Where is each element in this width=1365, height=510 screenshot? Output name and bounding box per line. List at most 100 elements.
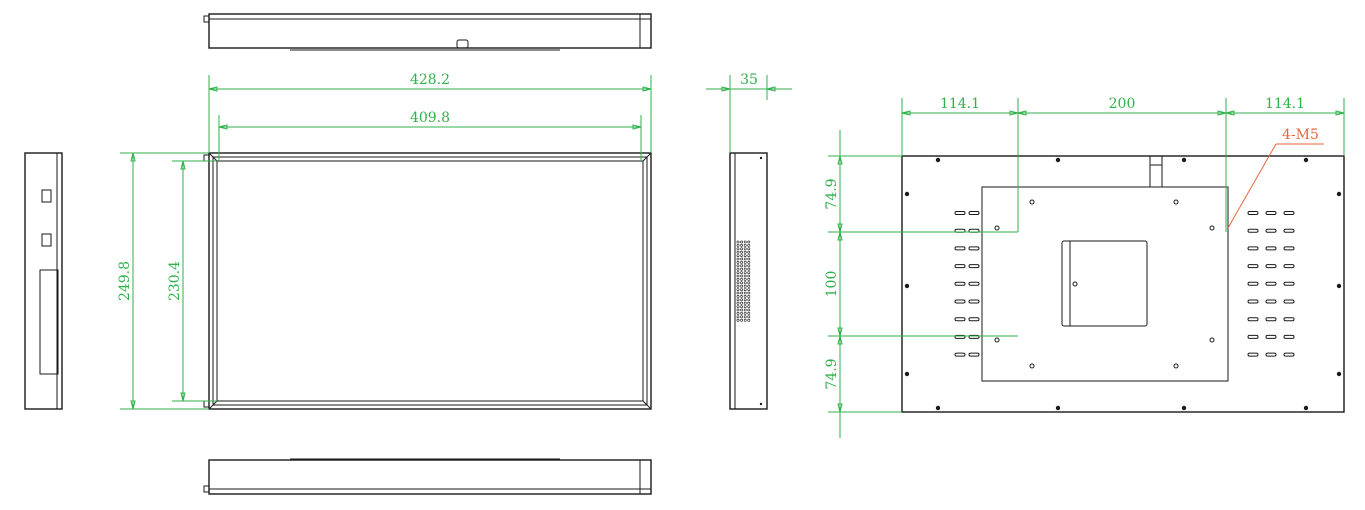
vent-hole: [743, 318, 747, 322]
depth-dimension: 35: [706, 72, 792, 153]
vent-slot: [954, 352, 966, 357]
vent-hole: [747, 271, 751, 275]
vent-slot: [954, 264, 966, 269]
vent-hole: [747, 240, 751, 244]
vent-slot: [1265, 317, 1277, 322]
vent-slot: [968, 246, 980, 251]
vent-hole: [740, 254, 744, 258]
overall-height-label: 249.8: [117, 261, 133, 301]
hole-spacing-horizontal-label: 200: [1109, 96, 1136, 112]
perimeter-hole: [1055, 157, 1061, 163]
vent-hole: [740, 284, 744, 288]
vent-slot: [1265, 352, 1277, 357]
vent-hole: [747, 264, 751, 268]
vent-hole: [743, 308, 747, 312]
vent-slot: [1265, 334, 1277, 339]
vent-hole: [743, 315, 747, 319]
plate-hole: [1173, 199, 1179, 205]
vent-hole: [736, 250, 740, 254]
vent-slot: [1265, 299, 1277, 304]
rear-dimensions: 114.1 200 114.1 74.9 100 74.9 4-M5: [824, 96, 1345, 438]
vent-hole: [736, 315, 740, 319]
vent-hole: [747, 308, 751, 312]
vent-slot: [1283, 228, 1295, 233]
vent-hole: [747, 318, 751, 322]
vent-hole: [747, 267, 751, 271]
vent-slot: [1247, 228, 1259, 233]
vent-slot: [1265, 228, 1277, 233]
vent-slot: [1283, 281, 1295, 286]
vent-hole: [743, 311, 747, 315]
rear-view: [901, 155, 1345, 413]
vent-hole: [736, 301, 740, 305]
perimeter-hole: [904, 191, 910, 197]
vent-hole: [747, 294, 751, 298]
vent-slot: [968, 264, 980, 269]
plate-hole: [1029, 363, 1035, 369]
vent-hole: [747, 315, 751, 319]
overall-width-label: 428.2: [410, 72, 450, 88]
vent-hole: [743, 247, 747, 251]
vent-hole: [747, 257, 751, 261]
vent-hole: [743, 294, 747, 298]
vent-hole: [747, 260, 751, 264]
rear-slots: [954, 211, 1295, 357]
vent-slot: [1283, 334, 1295, 339]
vent-hole: [740, 274, 744, 278]
vent-hole: [740, 277, 744, 281]
vent-hole: [740, 257, 744, 261]
hole-offset-bottom-label: 74.9: [824, 358, 840, 389]
vent-hole: [747, 250, 751, 254]
vent-hole: [736, 240, 740, 244]
right-side-view: [729, 152, 768, 410]
vent-hole: [736, 308, 740, 312]
vent-hole: [736, 271, 740, 275]
top-view: [203, 13, 652, 51]
vent-hole: [736, 247, 740, 251]
vent-hole: [747, 301, 751, 305]
plate-hole: [994, 337, 1000, 343]
vent-hole: [740, 288, 744, 292]
vent-hole: [743, 284, 747, 288]
vent-hole: [740, 240, 744, 244]
vent-hole: [736, 264, 740, 268]
perimeter-hole: [1303, 157, 1309, 163]
vent-slot: [1283, 352, 1295, 357]
inner-height-label: 230.4: [167, 261, 183, 301]
vent-hole: [743, 298, 747, 302]
vent-hole: [740, 318, 744, 322]
perimeter-hole: [904, 371, 910, 377]
vent-slot: [968, 334, 980, 339]
vent-hole: [736, 298, 740, 302]
inner-width-label: 409.8: [410, 110, 450, 126]
hole-offset-left-label: 114.1: [940, 96, 980, 112]
plate-hole: [1173, 363, 1179, 369]
bottom-view: [203, 458, 652, 495]
vent-hole: [747, 288, 751, 292]
plate-hole: [1029, 199, 1035, 205]
vent-slot: [968, 317, 980, 322]
vent-slot: [954, 246, 966, 251]
vent-hole: [736, 274, 740, 278]
vent-slot: [954, 211, 966, 215]
vent-hole: [747, 281, 751, 285]
vent-hole: [740, 247, 744, 251]
vent-hole: [740, 308, 744, 312]
vent-hole: [743, 257, 747, 261]
perimeter-hole: [1303, 405, 1309, 411]
perimeter-hole: [1055, 405, 1061, 411]
plate-hole: [994, 225, 1000, 231]
perimeter-hole: [904, 283, 910, 289]
vent-hole: [747, 243, 751, 247]
left-side-view: [24, 152, 63, 410]
vent-slot: [968, 281, 980, 286]
vent-slot: [1247, 299, 1259, 304]
vent-slot: [1283, 264, 1295, 269]
perimeter-hole: [1336, 283, 1342, 289]
vent-hole: [747, 305, 751, 309]
vent-hole: [736, 318, 740, 322]
vent-hole: [740, 271, 744, 275]
plate-hole: [1209, 225, 1215, 231]
vent-hole: [743, 240, 747, 244]
